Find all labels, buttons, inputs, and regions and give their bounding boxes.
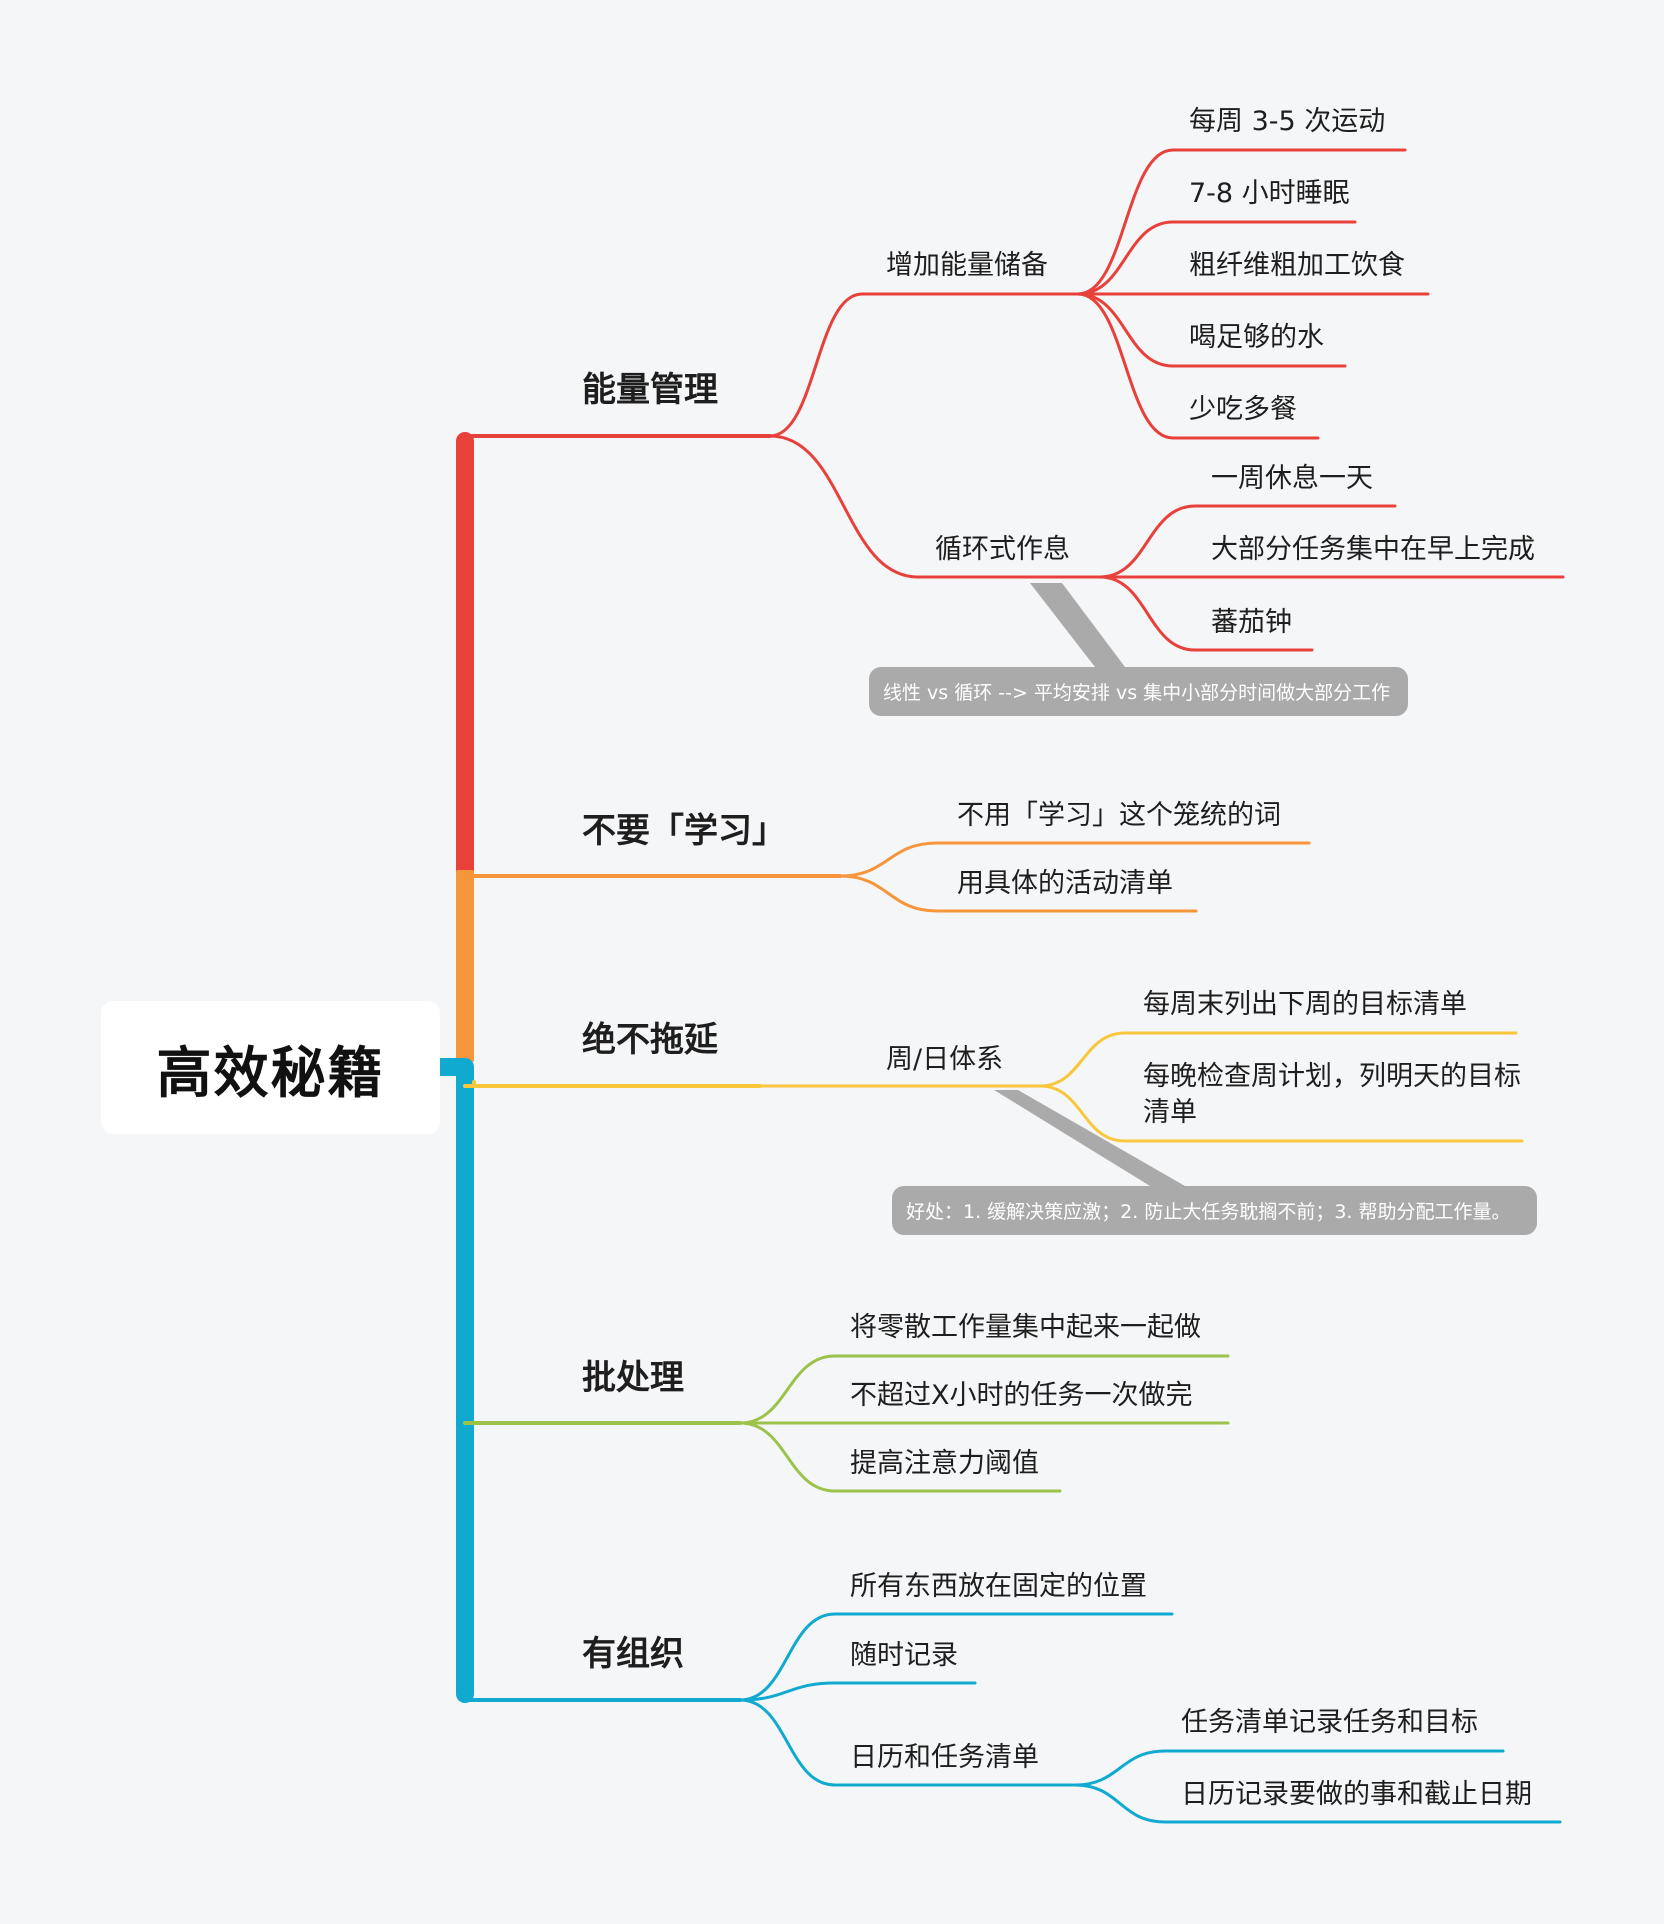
leaf-no-vague-word[interactable]: 不用「学习」这个笼统的词 bbox=[957, 800, 1281, 831]
leaf-nightly-check[interactable]: 每晚检查周计划，列明天的目标清单 bbox=[1143, 1061, 1521, 1128]
trunk-segment-lower bbox=[456, 1058, 474, 1703]
leaf-fiber-diet[interactable]: 粗纤维粗加工饮食 bbox=[1189, 250, 1405, 281]
link-batch-leaf-2 bbox=[738, 1421, 1062, 1493]
branch-batch-processing[interactable]: 批处理 bbox=[582, 1358, 684, 1398]
link-calendar-leaf-0 bbox=[1073, 1749, 1505, 1787]
leaf-weekly-goal-list[interactable]: 每周末列出下周的目标清单 bbox=[1143, 989, 1467, 1020]
link-study-leaf-1 bbox=[838, 874, 1198, 913]
link-cyclic-leaf-0 bbox=[1098, 504, 1397, 579]
leaf-calendar-deadlines[interactable]: 日历记录要做的事和截止日期 bbox=[1181, 1779, 1532, 1810]
leaf-finish-short-tasks[interactable]: 不超过X小时的任务一次做完 bbox=[850, 1380, 1193, 1411]
leaf-rest-day[interactable]: 一周休息一天 bbox=[1211, 463, 1373, 494]
topic-increase-energy-reserve[interactable]: 增加能量储备 bbox=[886, 250, 1048, 281]
link-calendar-leaf-1 bbox=[1073, 1783, 1562, 1824]
branch-no-procrastination[interactable]: 绝不拖延 bbox=[582, 1020, 718, 1060]
link-energy-leaf-3 bbox=[1076, 292, 1347, 368]
leaf-fixed-places[interactable]: 所有东西放在固定的位置 bbox=[850, 1571, 1147, 1602]
link-calendar-task bbox=[738, 1698, 1077, 1787]
note-cyclic-schedule-text: 线性 vs 循环 --> 平均安排 vs 集中小部分时间做大部分工作 bbox=[883, 682, 1391, 704]
root-topic-label: 高效秘籍 bbox=[156, 1040, 385, 1105]
leaf-drink-water[interactable]: 喝足够的水 bbox=[1189, 322, 1324, 353]
root-connector bbox=[440, 1058, 464, 1076]
link-cyclic-schedule bbox=[768, 434, 1102, 579]
link-energy-leaf-1 bbox=[1076, 220, 1357, 296]
link-study-leaf-0 bbox=[838, 841, 1311, 878]
leaf-record-anytime[interactable]: 随时记录 bbox=[850, 1640, 958, 1671]
note-pointer-cyclic bbox=[1030, 583, 1125, 667]
note-weekly-daily-system-text: 好处：1. 缓解决策应激；2. 防止大任务耽搁不前；3. 帮助分配工作量。 bbox=[906, 1201, 1511, 1223]
leaf-attention-threshold[interactable]: 提高注意力阈值 bbox=[850, 1448, 1039, 1479]
leaf-activity-list[interactable]: 用具体的活动清单 bbox=[957, 868, 1173, 899]
leaf-exercise[interactable]: 每周 3-5 次运动 bbox=[1189, 106, 1386, 137]
leaf-batch-scattered-work[interactable]: 将零散工作量集中起来一起做 bbox=[850, 1312, 1201, 1343]
link-batch-leaf-0 bbox=[738, 1354, 1230, 1425]
branch-energy-management[interactable]: 能量管理 bbox=[582, 370, 718, 410]
leaf-morning-tasks[interactable]: 大部分任务集中在早上完成 bbox=[1211, 534, 1535, 565]
link-weekly-leaf-0 bbox=[1038, 1031, 1518, 1088]
root-topic[interactable]: 高效秘籍 bbox=[101, 1001, 440, 1134]
topic-calendar-task-list[interactable]: 日历和任务清单 bbox=[850, 1742, 1039, 1773]
leaf-pomodoro[interactable]: 蕃茄钟 bbox=[1211, 607, 1292, 638]
note-cyclic-schedule[interactable]: 线性 vs 循环 --> 平均安排 vs 集中小部分时间做大部分工作 bbox=[869, 667, 1408, 716]
leaf-sleep[interactable]: 7-8 小时睡眠 bbox=[1189, 178, 1350, 209]
note-pointer-weekly bbox=[994, 1090, 1185, 1186]
link-energy-leaf-0 bbox=[1076, 148, 1407, 296]
link-organized-leaf-1 bbox=[738, 1681, 977, 1702]
trunk-segment-energy bbox=[456, 432, 474, 880]
trunk-segment-study bbox=[456, 870, 474, 1062]
link-increase-energy bbox=[768, 292, 1080, 438]
leaf-small-meals[interactable]: 少吃多餐 bbox=[1189, 394, 1297, 425]
topic-weekly-daily-system[interactable]: 周/日体系 bbox=[886, 1044, 1004, 1075]
branch-no-study[interactable]: 不要「学习」 bbox=[582, 811, 786, 851]
link-cyclic-leaf-2 bbox=[1098, 575, 1314, 652]
topic-cyclic-schedule[interactable]: 循环式作息 bbox=[935, 534, 1070, 565]
link-organized-leaf-0 bbox=[738, 1612, 1174, 1702]
leaf-task-list-goals[interactable]: 任务清单记录任务和目标 bbox=[1181, 1707, 1478, 1738]
branch-organized[interactable]: 有组织 bbox=[582, 1634, 684, 1674]
note-weekly-daily-system[interactable]: 好处：1. 缓解决策应激；2. 防止大任务耽搁不前；3. 帮助分配工作量。 bbox=[892, 1186, 1537, 1235]
link-energy-leaf-4 bbox=[1076, 292, 1320, 440]
link-weekly-leaf-1 bbox=[1038, 1084, 1524, 1143]
